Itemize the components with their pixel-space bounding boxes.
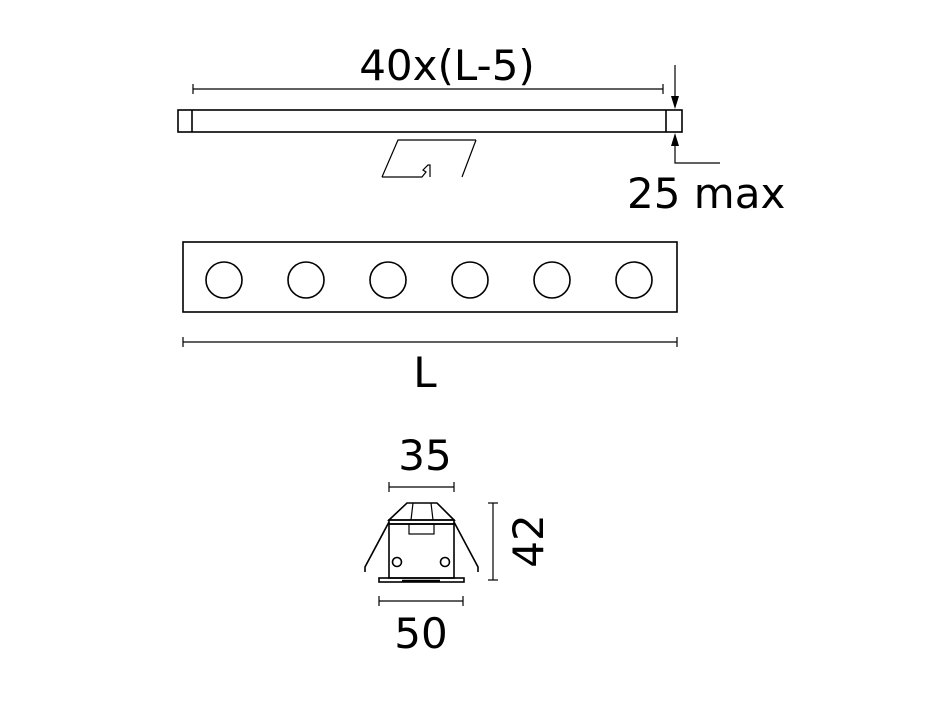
led-circle	[533, 261, 571, 299]
top-width-dimension: 35	[388, 431, 455, 492]
length-dimension: L	[182, 337, 678, 397]
led-circle	[287, 261, 325, 299]
pitch-dimension: 40x(L-5)	[192, 41, 664, 94]
height-max-label: 25 max	[627, 169, 785, 218]
height-label: 42	[504, 514, 553, 567]
led-circle	[369, 261, 407, 299]
pitch-label: 40x(L-5)	[359, 41, 535, 90]
height-max-dimension: 25 max	[627, 65, 785, 218]
cable-connector-icon	[381, 139, 477, 178]
led-circle	[451, 261, 489, 299]
screw-icon	[439, 556, 451, 568]
bottom-width-label: 50	[394, 609, 447, 658]
screw-icon	[391, 556, 403, 568]
strip-side-view	[177, 109, 683, 133]
led-circle	[615, 261, 653, 299]
bottom-width-dimension: 50	[378, 596, 464, 658]
strip-top-view	[182, 241, 678, 313]
arrow-down-icon	[671, 96, 679, 109]
length-label: L	[413, 348, 437, 397]
led-circle	[205, 261, 243, 299]
top-width-label: 35	[398, 431, 451, 480]
arrow-up-icon	[671, 133, 679, 146]
height-dimension: 42	[488, 502, 553, 581]
fixture-cross-section	[364, 502, 479, 583]
